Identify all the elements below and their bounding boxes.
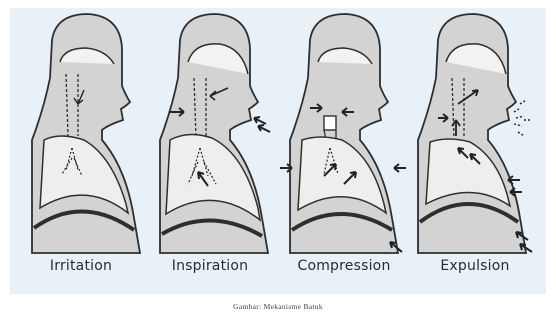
compression-figure: [280, 8, 408, 258]
inspiration-illustration: [150, 8, 278, 258]
stage-label-inspiration: Inspiration: [145, 258, 275, 274]
inspiration-figure: [150, 8, 278, 258]
stage-label-expulsion: Expulsion: [410, 258, 540, 274]
stage-label-compression: Compression: [279, 258, 409, 274]
expulsion-figure: [408, 8, 536, 258]
irritation-figure: [22, 8, 150, 258]
expulsion-illustration: [408, 8, 536, 258]
stage-label-irritation: Irritation: [16, 258, 146, 274]
irritation-illustration: [22, 8, 150, 258]
figure-caption: Gambar: Mekanisme Batuk: [0, 302, 556, 311]
compression-illustration: [280, 8, 408, 258]
